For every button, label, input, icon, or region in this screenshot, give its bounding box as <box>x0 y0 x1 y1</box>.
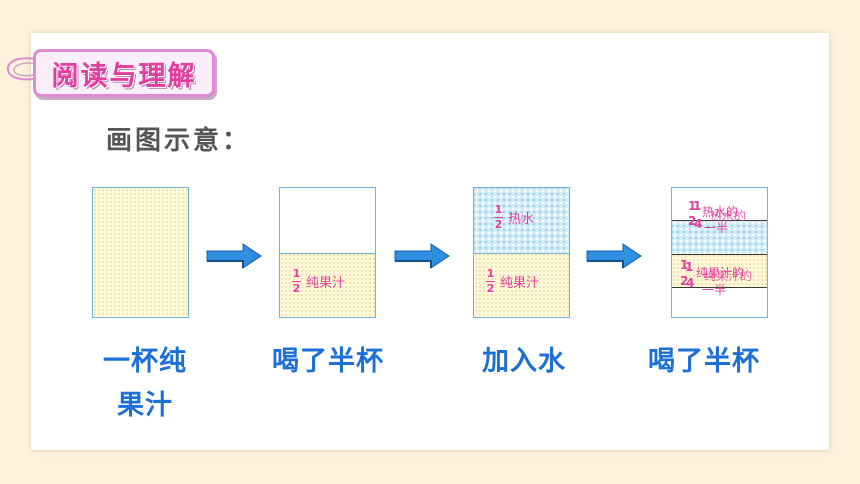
section-badge-label: 阅读与理解 <box>51 60 197 92</box>
level-line <box>280 253 375 254</box>
arrow-right-icon <box>586 243 642 269</box>
juice-fill <box>93 188 188 317</box>
juice-fill <box>474 253 569 317</box>
arrow-right-icon <box>394 243 450 269</box>
water-fill <box>672 220 767 254</box>
juice-fill <box>672 254 767 287</box>
cup-after-drinking: 1 1 2 4 热水的 热水的 一半 1 1 2 4 纯果汁的 纯果汁的 一半 <box>671 187 768 318</box>
cup-full-juice <box>92 187 189 318</box>
caption-step-4: 喝了半杯 <box>648 346 760 377</box>
caption-step-1: 一杯纯 果汁 <box>86 340 204 428</box>
decorative-hook-icon <box>6 57 47 81</box>
caption-line: 果汁 <box>117 390 173 421</box>
water-fill <box>474 188 569 253</box>
caption-step-3: 加入水 <box>482 346 566 377</box>
level-line <box>672 220 767 221</box>
arrow-right-icon <box>206 243 262 269</box>
level-line <box>672 287 767 288</box>
level-line <box>474 253 569 254</box>
juice-fill <box>280 253 375 317</box>
level-line <box>672 254 767 255</box>
caption-step-2: 喝了半杯 <box>272 346 384 377</box>
section-badge: 阅读与理解 <box>33 49 215 97</box>
subtitle: 画图示意： <box>106 126 252 156</box>
caption-line: 一杯纯 <box>103 346 187 377</box>
